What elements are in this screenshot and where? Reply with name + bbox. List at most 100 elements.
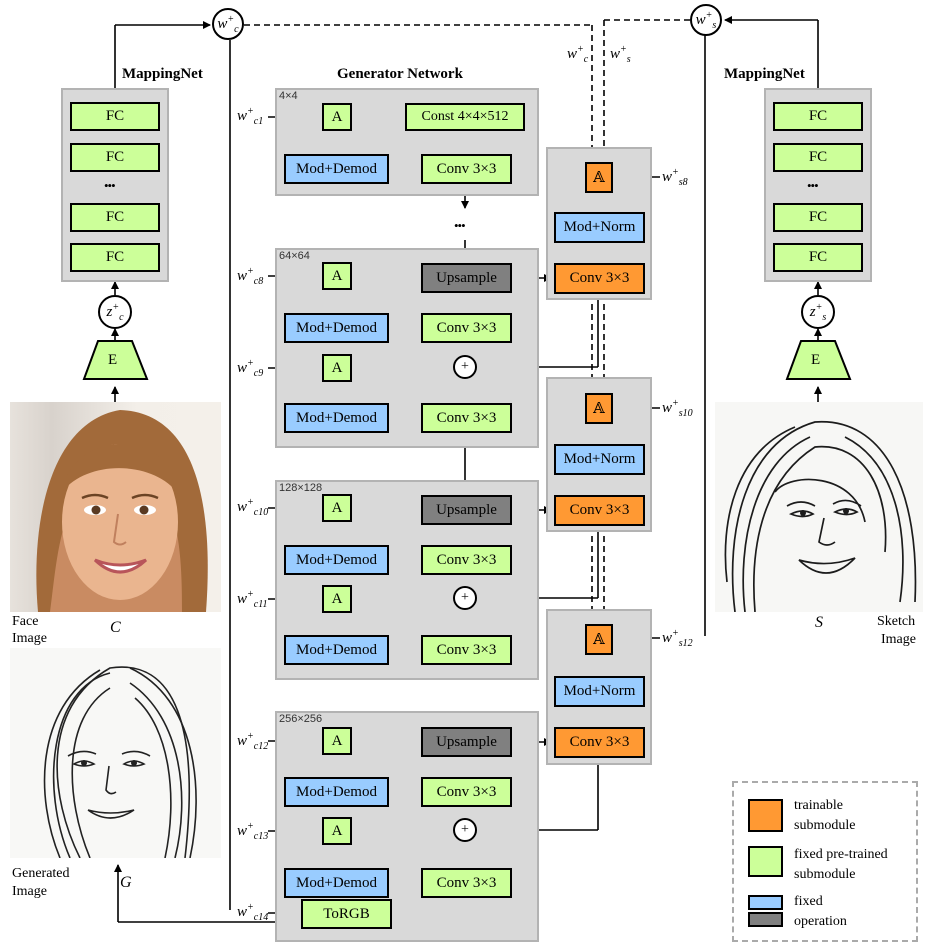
sketch-image-label-2: Image xyxy=(881,632,916,647)
trainable-conv-block: Conv 3×3 xyxy=(554,263,645,294)
fc-layer: FC xyxy=(773,243,863,272)
add-node: + xyxy=(453,818,477,842)
z-s-node: z+s xyxy=(801,295,835,329)
face-image-symbol: C xyxy=(110,619,121,636)
legend-fixed-pretrained-swatch xyxy=(748,846,783,877)
block-128x128-resolution: 128×128 xyxy=(279,482,323,494)
affine-a-block: A xyxy=(322,354,352,382)
fc-layer: FC xyxy=(773,102,863,131)
fc-layer: FC xyxy=(70,203,160,232)
generated-image-label-2: Image xyxy=(12,884,47,899)
w-c1-label: w+c1 xyxy=(237,106,264,127)
mod-norm-block: Mod+Norm xyxy=(554,212,645,243)
legend xyxy=(732,781,918,942)
fc-layer: FC xyxy=(70,143,160,172)
generated-image xyxy=(10,648,221,858)
conv-3x3-block: Conv 3×3 xyxy=(421,403,512,433)
mod-norm-block: Mod+Norm xyxy=(554,444,645,475)
mod-demod-block: Mod+Demod xyxy=(284,868,389,898)
mapping-net-right-title: MappingNet xyxy=(724,66,805,82)
trainable-a-block: 𝔸 xyxy=(585,624,613,655)
w-c14-label: w+c14 xyxy=(237,902,269,923)
block-64x64-resolution: 64×64 xyxy=(279,250,310,262)
conv-3x3-block: Conv 3×3 xyxy=(421,635,512,665)
upsample-block: Upsample xyxy=(421,727,512,757)
trainable-conv-block: Conv 3×3 xyxy=(554,727,645,758)
conv-3x3-block: Conv 3×3 xyxy=(421,154,512,184)
generated-image-label-1: Generated xyxy=(12,866,70,881)
mapping-net-left-title: MappingNet xyxy=(122,66,203,82)
upsample-block: Upsample xyxy=(421,495,512,525)
add-node: + xyxy=(453,586,477,610)
mod-demod-block: Mod+Demod xyxy=(284,154,389,184)
affine-a-block: A xyxy=(322,585,352,613)
sketch-image-symbol: S xyxy=(815,614,823,631)
layer-ellipsis: ••• xyxy=(454,218,466,233)
w-s12-label: w+s12 xyxy=(662,628,693,649)
legend-fixed-op-swatch-gray xyxy=(748,912,783,927)
conv-3x3-block: Conv 3×3 xyxy=(421,545,512,575)
fc-layer: FC xyxy=(70,243,160,272)
affine-a-block: A xyxy=(322,727,352,755)
trainable-a-block: 𝔸 xyxy=(585,162,613,193)
z-s-label: z+s xyxy=(809,301,827,323)
torgb-block: ToRGB xyxy=(301,899,392,929)
w-c9-label: w+c9 xyxy=(237,358,264,379)
mod-norm-block: Mod+Norm xyxy=(554,676,645,707)
w-s10-label: w+s10 xyxy=(662,398,693,419)
w-s-node: w+s xyxy=(690,4,722,36)
mod-demod-block: Mod+Demod xyxy=(284,313,389,343)
face-image-drawing xyxy=(36,410,208,612)
fc-dots: ••• xyxy=(104,178,116,193)
dashed-ws-label: w+s xyxy=(610,44,631,65)
affine-a-block: A xyxy=(322,103,352,131)
w-c-node-label: w+c xyxy=(217,13,239,35)
trainable-a-block: 𝔸 xyxy=(585,393,613,424)
mod-demod-block: Mod+Demod xyxy=(284,403,389,433)
fc-layer: FC xyxy=(773,203,863,232)
w-c11-label: w+c11 xyxy=(237,589,268,610)
upsample-block: Upsample xyxy=(421,263,512,293)
trainable-conv-block: Conv 3×3 xyxy=(554,495,645,526)
block-256x256-resolution: 256×256 xyxy=(279,713,323,725)
face-image xyxy=(10,402,221,612)
dashed-wc-label: w+c xyxy=(567,44,589,65)
affine-a-block: A xyxy=(322,494,352,522)
w-s-node-label: w+s xyxy=(695,9,717,31)
generated-image-symbol: G xyxy=(120,874,132,891)
mod-demod-block: Mod+Demod xyxy=(284,777,389,807)
w-s8-label: w+s8 xyxy=(662,167,688,188)
conv-3x3-block: Conv 3×3 xyxy=(421,777,512,807)
legend-trainable-swatch xyxy=(748,799,783,832)
encoder-right-label: E xyxy=(811,352,821,368)
legend-fixed-op-swatch-blue xyxy=(748,895,783,910)
sketch-image xyxy=(715,402,923,612)
mod-demod-block: Mod+Demod xyxy=(284,545,389,575)
const-input-block: Const 4×4×512 xyxy=(405,103,525,131)
generated-image-drawing xyxy=(43,666,197,858)
sketch-image-label-1: Sketch xyxy=(877,614,916,629)
w-c8-label: w+c8 xyxy=(237,266,264,287)
mod-demod-block: Mod+Demod xyxy=(284,635,389,665)
affine-a-block: A xyxy=(322,262,352,290)
sketch-image-drawing xyxy=(724,421,917,612)
add-node: + xyxy=(453,355,477,379)
conv-3x3-block: Conv 3×3 xyxy=(421,313,512,343)
w-c-node: w+c xyxy=(212,8,244,40)
affine-a-block: A xyxy=(322,817,352,845)
fc-layer: FC xyxy=(773,143,863,172)
generator-network-title: Generator Network xyxy=(337,66,463,82)
block-4x4-resolution: 4×4 xyxy=(279,90,298,102)
conv-3x3-block: Conv 3×3 xyxy=(421,868,512,898)
w-c13-label: w+c13 xyxy=(237,821,269,842)
fc-dots: ••• xyxy=(807,178,819,193)
face-image-label-2: Image xyxy=(12,631,47,646)
face-image-label-1: Face xyxy=(12,614,39,629)
z-c-node: z+c xyxy=(98,295,132,329)
z-c-label: z+c xyxy=(106,301,124,323)
fc-layer: FC xyxy=(70,102,160,131)
encoder-left-label: E xyxy=(108,352,118,368)
